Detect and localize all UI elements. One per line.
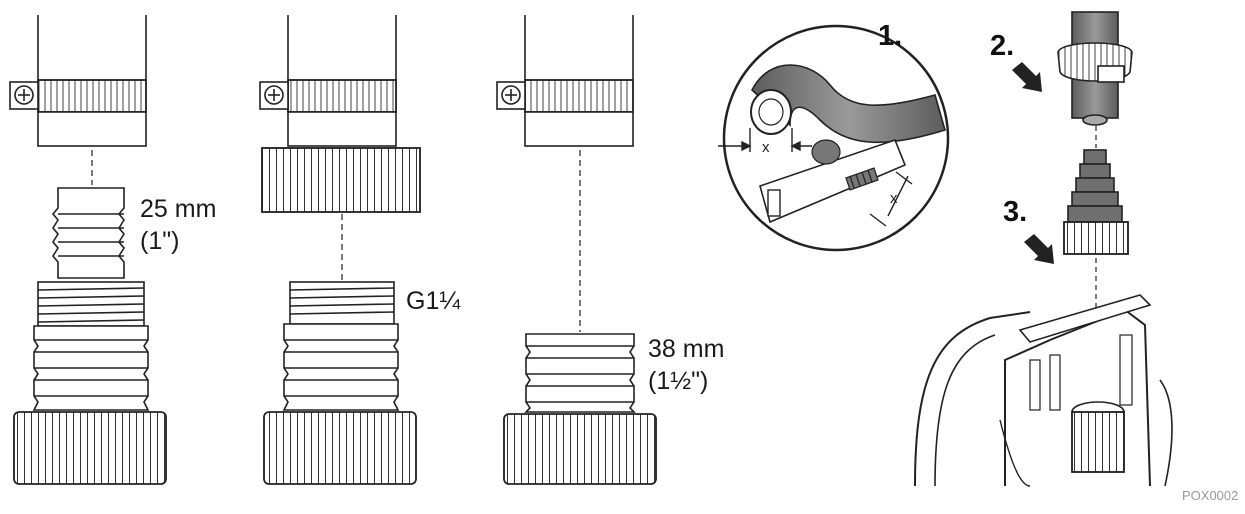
arrow-icon-step3	[1024, 234, 1054, 264]
assembly-38mm	[496, 15, 657, 485]
figure-code: POX0002	[1182, 488, 1239, 503]
assembly-25mm	[9, 15, 167, 485]
measure-x-diagonal: x	[890, 190, 898, 207]
step-3-label: 3.	[1003, 196, 1028, 228]
hose-clamp	[37, 79, 147, 113]
detail-circle-measure: x x	[718, 24, 950, 252]
assembly-g1-quarter	[259, 15, 421, 485]
measure-x-horizontal: x	[762, 139, 770, 156]
adapter1-size-mm: 25 mm	[140, 195, 217, 223]
step-1-label: 1.	[878, 20, 903, 52]
pump-connection-illustration	[914, 11, 1173, 487]
arrow-icon-step2	[1012, 62, 1042, 92]
adapter2-thread: G1¼	[406, 287, 461, 315]
adapter1-size-inch: (1")	[140, 227, 180, 255]
adapter3-size-mm: 38 mm	[648, 335, 725, 363]
adapter3-size-inch: (1½")	[648, 367, 709, 395]
step-2-label: 2.	[990, 30, 1015, 62]
